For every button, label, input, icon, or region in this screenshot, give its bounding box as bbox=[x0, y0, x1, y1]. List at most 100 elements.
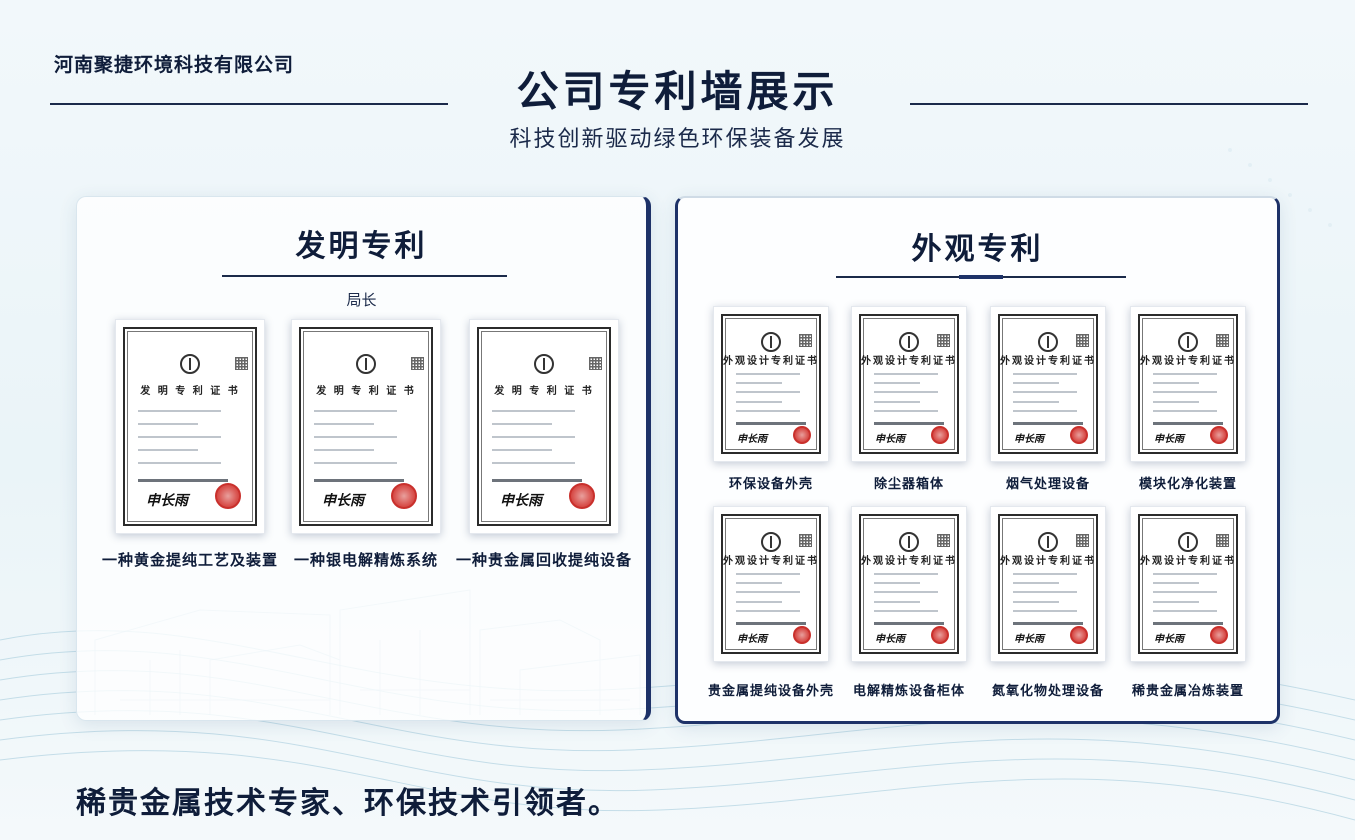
certificate-text-line bbox=[138, 462, 221, 464]
certificate-text-line bbox=[874, 601, 921, 603]
patent-name: 氮氧化物处理设备 bbox=[991, 684, 1104, 699]
patent-office-emblem-icon bbox=[356, 354, 376, 374]
patent-office-emblem-icon bbox=[1178, 332, 1198, 352]
certificate-text-line bbox=[874, 410, 938, 412]
stamp-label: 局长 bbox=[346, 291, 377, 309]
patent-office-emblem-icon bbox=[1038, 332, 1058, 352]
certificate-text-line bbox=[736, 391, 800, 393]
certificate-text-line bbox=[1153, 410, 1217, 412]
certificate-text-line bbox=[138, 410, 221, 412]
patent-certificate[interactable]: 外观设计专利证书申长雨 bbox=[1130, 506, 1246, 662]
certificate-text-line bbox=[138, 436, 221, 438]
certificate-text-line bbox=[314, 410, 397, 412]
patent-name: 稀贵金属冶炼装置 bbox=[1131, 684, 1244, 699]
invention-panel-rule bbox=[222, 275, 507, 277]
certificate-text-line bbox=[1153, 622, 1223, 625]
director-signature: 申长雨 bbox=[737, 434, 767, 445]
patent-office-emblem-icon bbox=[899, 332, 919, 352]
certificate-heading: 外观设计专利证书 bbox=[1140, 556, 1236, 567]
patent-office-emblem-icon bbox=[899, 532, 919, 552]
certificate-text-line bbox=[874, 401, 921, 403]
patent-name: 一种黄金提纯工艺及装置 bbox=[101, 551, 278, 569]
patent-name: 一种贵金属回收提纯设备 bbox=[455, 551, 632, 569]
patent-certificate[interactable]: 外观设计专利证书申长雨 bbox=[990, 506, 1106, 662]
official-seal-icon bbox=[1210, 626, 1228, 644]
header-rule-left bbox=[50, 103, 448, 105]
qr-code-icon bbox=[1216, 534, 1229, 547]
qr-code-icon bbox=[235, 357, 248, 370]
patent-certificate[interactable]: 外观设计专利证书申长雨 bbox=[851, 306, 967, 462]
patent-name: 环保设备外壳 bbox=[728, 477, 813, 492]
patent-certificate[interactable]: 发 明 专 利 证 书申长雨 bbox=[115, 319, 265, 534]
official-seal-icon bbox=[1210, 426, 1228, 444]
director-signature: 申长雨 bbox=[1154, 434, 1184, 445]
certificate-text-line bbox=[736, 373, 800, 375]
patent-name: 一种银电解精炼系统 bbox=[293, 551, 438, 569]
certificate-border bbox=[721, 514, 821, 654]
patent-certificate[interactable]: 外观设计专利证书申长雨 bbox=[851, 506, 967, 662]
certificate-text-line bbox=[736, 610, 800, 612]
certificate-text-line bbox=[736, 591, 800, 593]
qr-code-icon bbox=[1216, 334, 1229, 347]
certificate-heading: 发 明 专 利 证 书 bbox=[494, 386, 594, 397]
certificate-text-line bbox=[736, 601, 783, 603]
qr-code-icon bbox=[937, 534, 950, 547]
certificate-text-line bbox=[874, 382, 921, 384]
patent-certificate[interactable]: 发 明 专 利 证 书申长雨 bbox=[291, 319, 441, 534]
qr-code-icon bbox=[799, 534, 812, 547]
official-seal-icon bbox=[931, 626, 949, 644]
certificate-text-line bbox=[1153, 422, 1223, 425]
patent-certificate[interactable]: 外观设计专利证书申长雨 bbox=[990, 306, 1106, 462]
certificate-text-line bbox=[874, 591, 938, 593]
certificate-text-line bbox=[874, 391, 938, 393]
qr-code-icon bbox=[1076, 334, 1089, 347]
qr-code-icon bbox=[1076, 534, 1089, 547]
certificate-heading: 发 明 专 利 证 书 bbox=[140, 386, 240, 397]
certificate-text-line bbox=[1153, 573, 1217, 575]
patent-certificate[interactable]: 外观设计专利证书申长雨 bbox=[713, 506, 829, 662]
certificate-text-line bbox=[492, 410, 575, 412]
certificate-text-line bbox=[492, 462, 575, 464]
official-seal-icon bbox=[391, 483, 417, 509]
certificate-border bbox=[299, 327, 433, 526]
qr-code-icon bbox=[589, 357, 602, 370]
certificate-border bbox=[859, 314, 959, 454]
director-signature: 申长雨 bbox=[500, 493, 542, 509]
certificate-text-line bbox=[1153, 601, 1200, 603]
company-name: 河南聚捷环境科技有限公司 bbox=[54, 54, 295, 76]
certificate-text-line bbox=[1013, 391, 1077, 393]
certificate-text-line bbox=[874, 422, 944, 425]
patent-name: 贵金属提纯设备外壳 bbox=[707, 684, 834, 699]
certificate-text-line bbox=[1013, 401, 1060, 403]
certificate-text-line bbox=[492, 479, 582, 482]
certificate-text-line bbox=[1013, 422, 1083, 425]
certificate-heading: 外观设计专利证书 bbox=[861, 356, 957, 367]
certificate-text-line bbox=[314, 436, 397, 438]
certificate-heading: 外观设计专利证书 bbox=[723, 556, 819, 567]
certificate-heading: 外观设计专利证书 bbox=[723, 356, 819, 367]
patent-office-emblem-icon bbox=[1178, 532, 1198, 552]
certificate-border bbox=[1138, 314, 1238, 454]
official-seal-icon bbox=[215, 483, 241, 509]
invention-patents-panel: 发明专利 局长 发 明 专 利 证 书申长雨一种黄金提纯工艺及装置发 明 专 利… bbox=[76, 196, 651, 721]
director-signature: 申长雨 bbox=[1154, 634, 1184, 645]
certificate-text-line bbox=[1013, 601, 1060, 603]
patent-certificate[interactable]: 外观设计专利证书申长雨 bbox=[713, 306, 829, 462]
certificate-heading: 外观设计专利证书 bbox=[861, 556, 957, 567]
certificate-text-line bbox=[874, 573, 938, 575]
certificate-text-line bbox=[874, 622, 944, 625]
certificate-text-line bbox=[736, 622, 806, 625]
certificate-text-line bbox=[874, 582, 921, 584]
certificate-text-line bbox=[1153, 401, 1200, 403]
patent-certificate[interactable]: 发 明 专 利 证 书申长雨 bbox=[469, 319, 619, 534]
patent-certificate[interactable]: 外观设计专利证书申长雨 bbox=[1130, 306, 1246, 462]
official-seal-icon bbox=[569, 483, 595, 509]
director-signature: 申长雨 bbox=[322, 493, 364, 509]
certificate-text-line bbox=[736, 401, 783, 403]
official-seal-icon bbox=[1070, 426, 1088, 444]
director-signature: 申长雨 bbox=[146, 493, 188, 509]
certificate-border bbox=[1138, 514, 1238, 654]
certificate-text-line bbox=[314, 423, 374, 425]
director-signature: 申长雨 bbox=[1014, 634, 1044, 645]
certificate-text-line bbox=[138, 423, 198, 425]
